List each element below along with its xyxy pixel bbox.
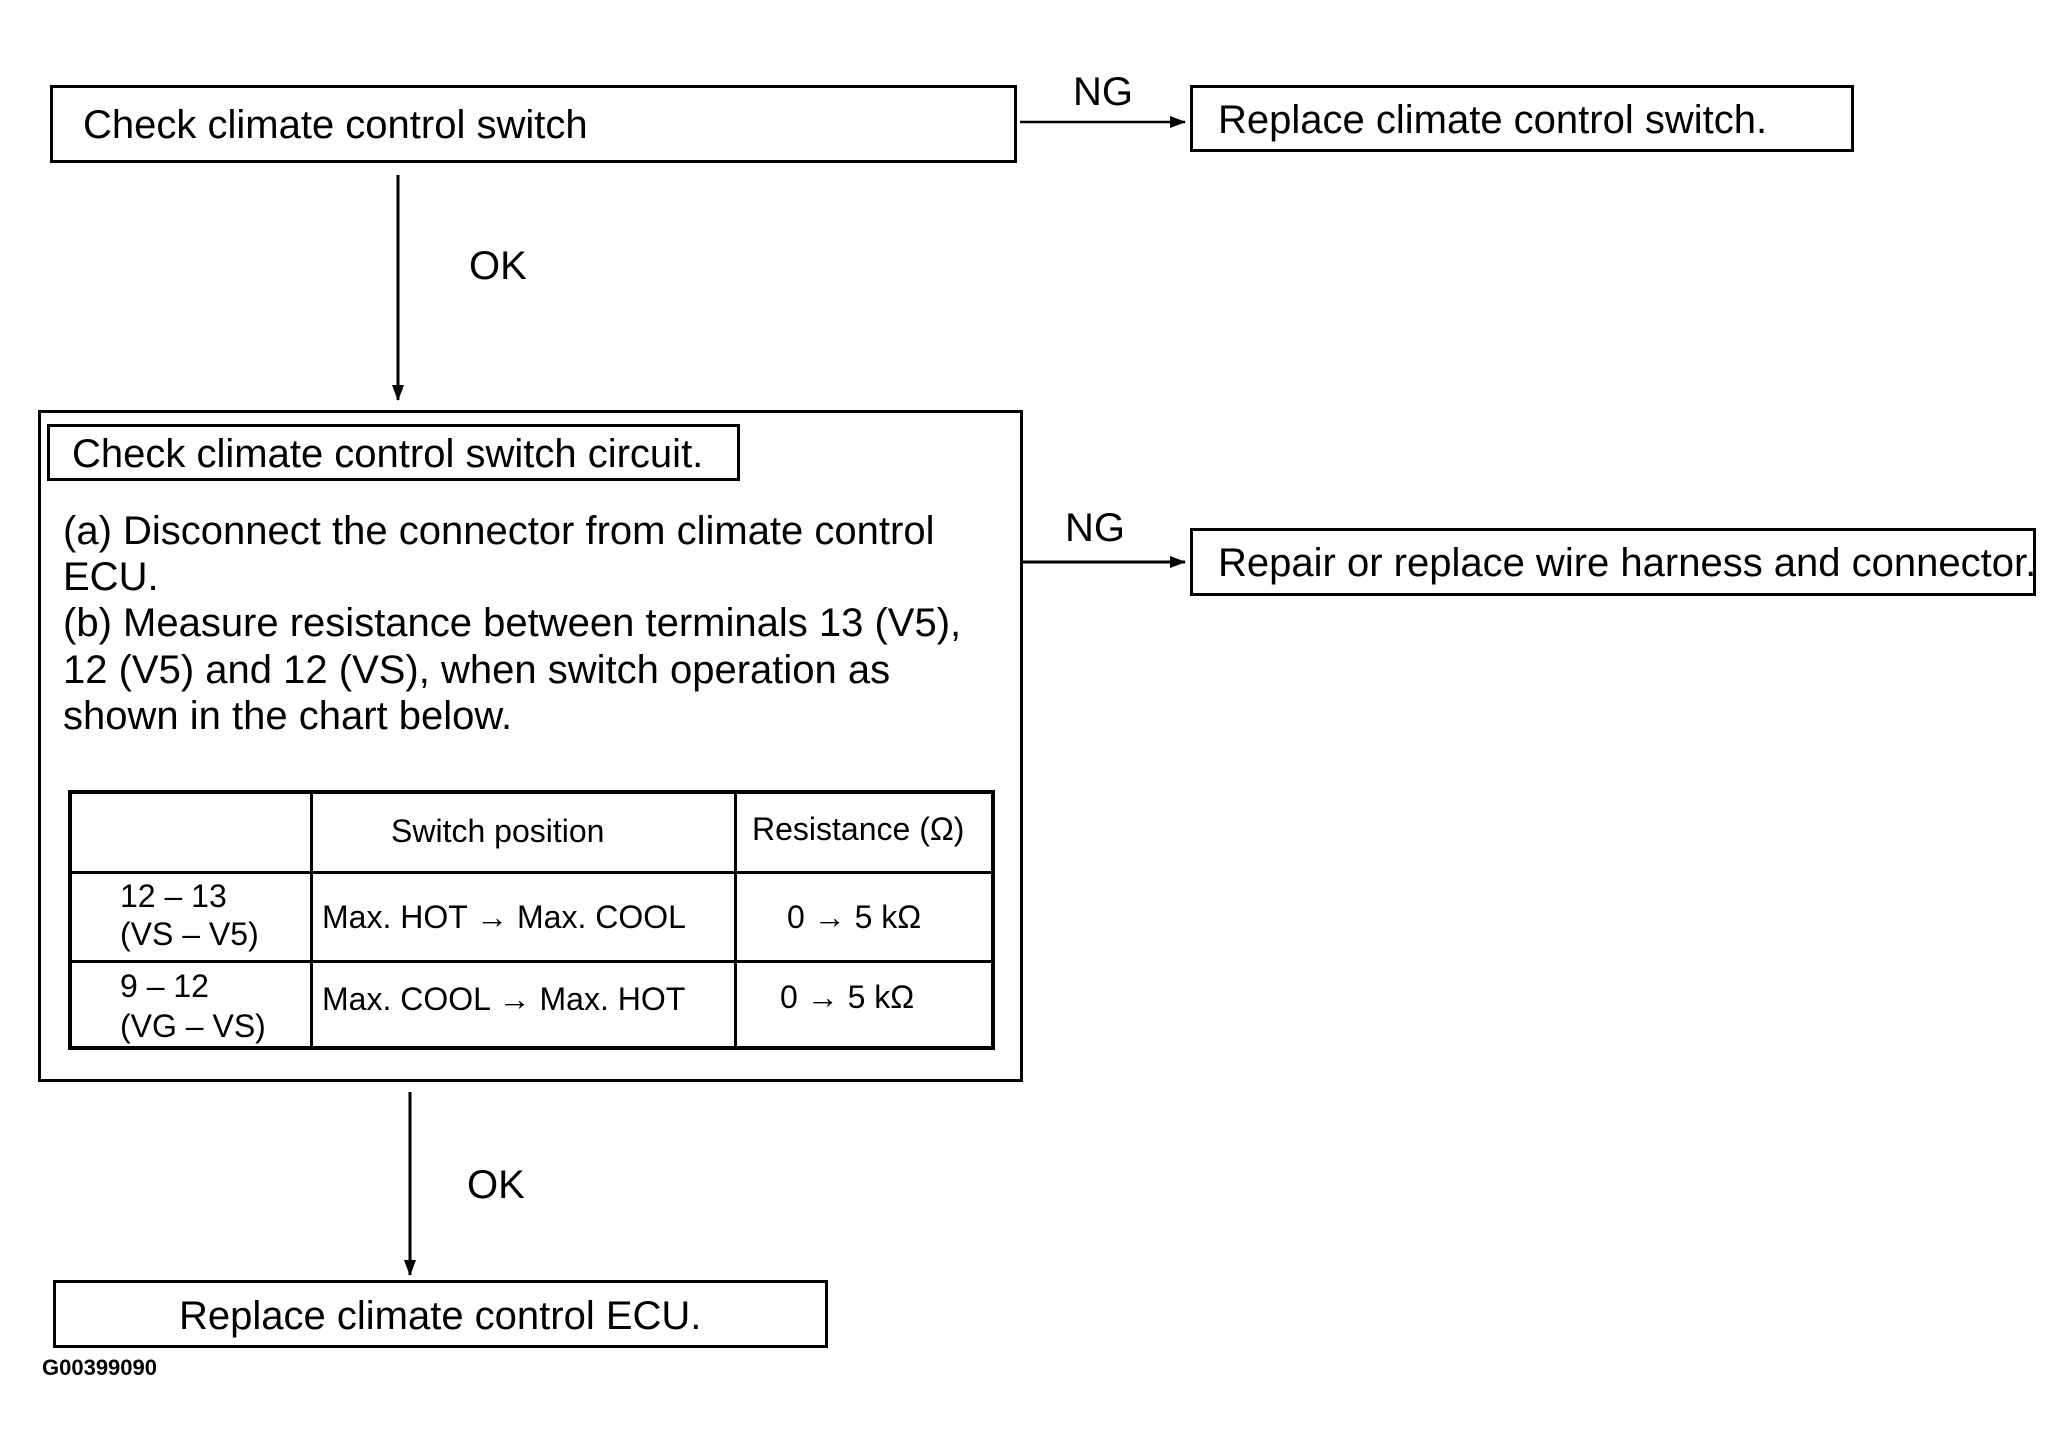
ok-label-1: OK bbox=[469, 244, 527, 288]
check-circuit-box bbox=[38, 410, 1023, 1082]
repair-harness-text: Repair or replace wire harness and conne… bbox=[1218, 541, 2037, 585]
check-circuit-title-box: Check climate control switch circuit. bbox=[47, 424, 740, 481]
ng-label-1: NG bbox=[1073, 70, 1133, 114]
replace-switch-box: Replace climate control switch. bbox=[1190, 85, 1854, 152]
instruction-b-line1: (b) Measure resistance between terminals… bbox=[63, 601, 962, 645]
check-switch-box: Check climate control switch bbox=[50, 85, 1017, 163]
ok-label-2: OK bbox=[467, 1163, 525, 1207]
check-switch-title: Check climate control switch bbox=[83, 103, 588, 147]
instruction-a-line1: (a) Disconnect the connector from climat… bbox=[63, 509, 935, 553]
instruction-a-line2: ECU. bbox=[63, 555, 159, 599]
table-header-resistance: Resistance (Ω) bbox=[752, 811, 965, 847]
resistance-table: Switch position Resistance (Ω) 12 – 13 (… bbox=[68, 790, 995, 1050]
repair-harness-box: Repair or replace wire harness and conne… bbox=[1190, 528, 2036, 596]
check-circuit-title: Check climate control switch circuit. bbox=[72, 432, 704, 476]
ng-label-2: NG bbox=[1065, 506, 1125, 550]
replace-ecu-box: Replace climate control ECU. bbox=[53, 1280, 828, 1348]
table-row2-switch-position: Max. COOL → Max. HOT bbox=[322, 981, 686, 1017]
table-row1-terminals-line1: 12 – 13 bbox=[120, 878, 227, 914]
replace-ecu-text: Replace climate control ECU. bbox=[179, 1294, 702, 1338]
table-row2-terminals-line1: 9 – 12 bbox=[120, 968, 209, 1004]
table-row1-switch-position: Max. HOT → Max. COOL bbox=[322, 899, 686, 935]
table-row2-terminals-line2: (VG – VS) bbox=[120, 1008, 266, 1044]
table-row1-terminals-line2: (VS – V5) bbox=[120, 916, 259, 952]
instruction-b-line2: 12 (V5) and 12 (VS), when switch operati… bbox=[63, 648, 891, 692]
replace-switch-text: Replace climate control switch. bbox=[1218, 98, 1768, 142]
table-header-switch-position: Switch position bbox=[391, 813, 605, 849]
figure-code: G00399090 bbox=[42, 1355, 157, 1380]
table-row2-resistance: 0 → 5 kΩ bbox=[780, 979, 915, 1015]
table-row1-resistance: 0 → 5 kΩ bbox=[787, 899, 922, 935]
instruction-b-line3: shown in the chart below. bbox=[63, 694, 513, 738]
